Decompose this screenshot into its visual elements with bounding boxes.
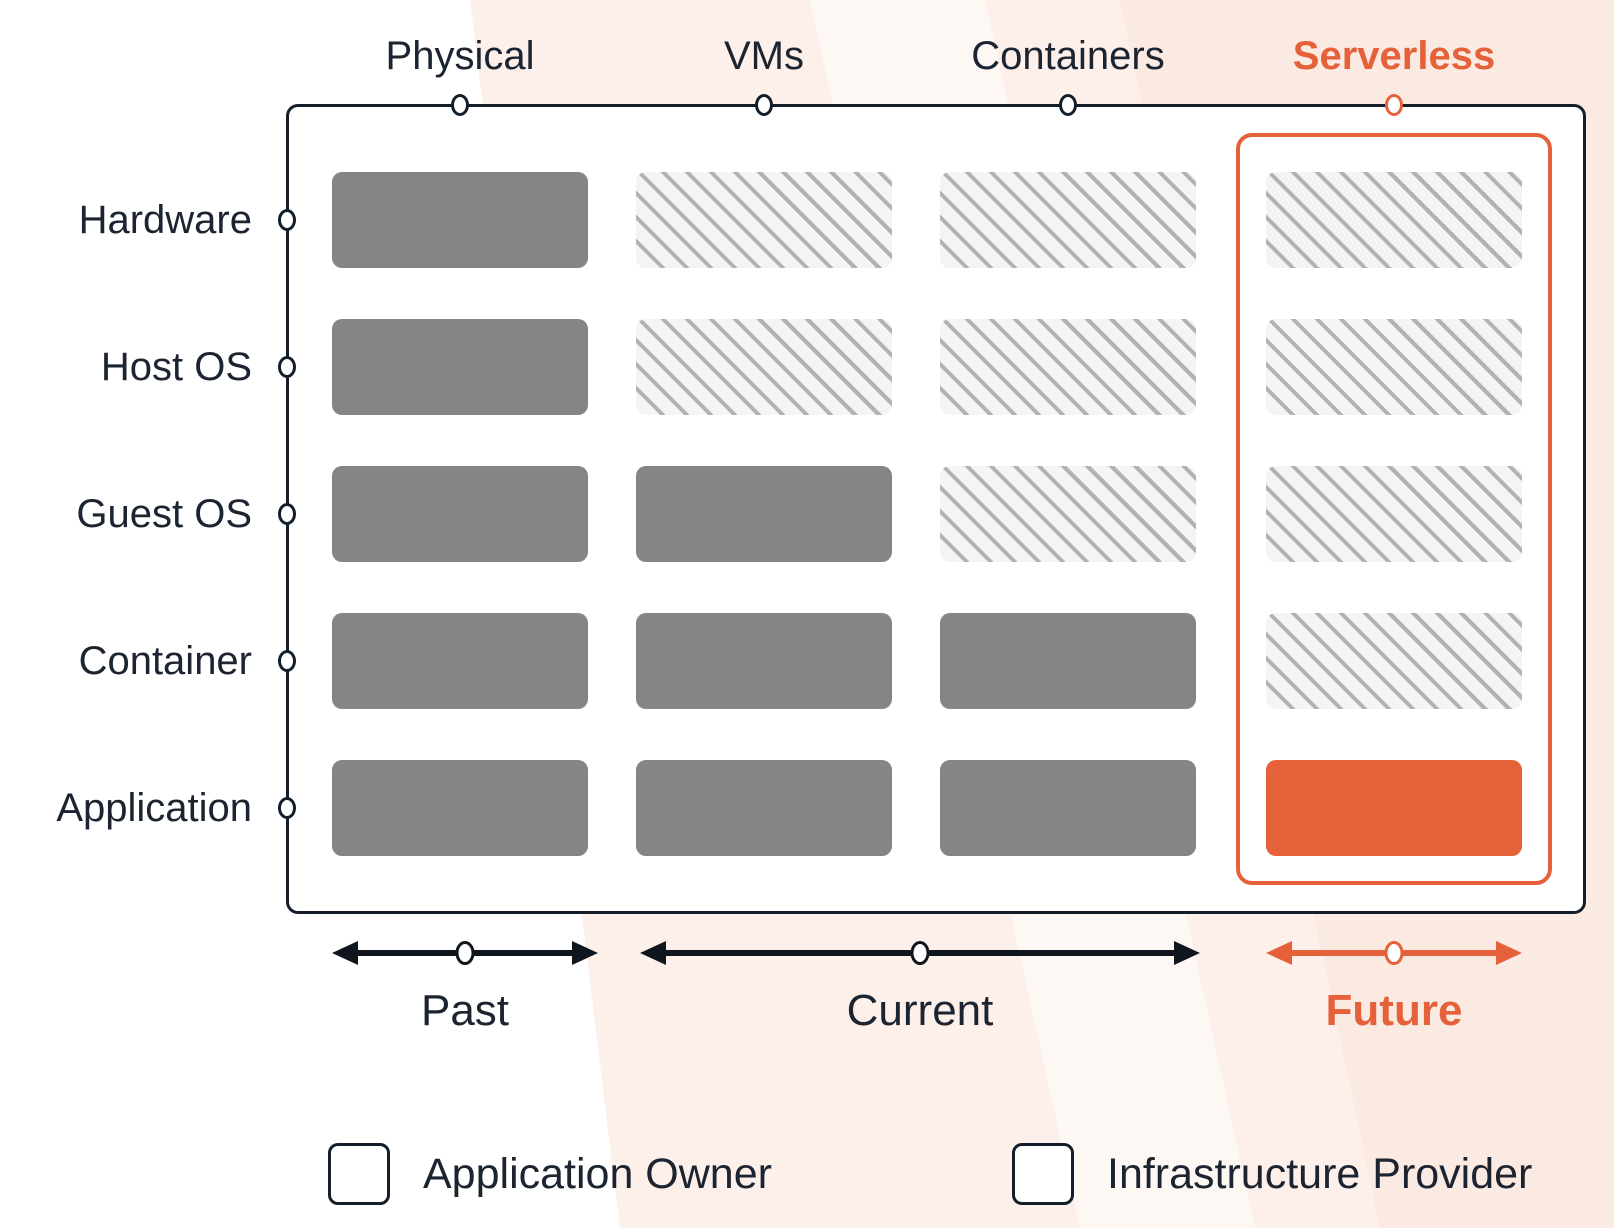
cell-hardware-serverless [1266, 172, 1522, 268]
cell-guest-os-containers [940, 466, 1196, 562]
past-arrow [332, 941, 598, 965]
cell-hardware-physical [332, 172, 588, 268]
row-node-application [278, 797, 296, 819]
timeline-label-future: Future [1325, 986, 1463, 1035]
column-node-serverless [1385, 94, 1403, 116]
column-node-vms [755, 94, 773, 116]
cell-application-vms [636, 760, 892, 856]
column-header-containers: Containers [971, 34, 1165, 78]
cell-container-serverless [1266, 613, 1522, 709]
cell-container-containers [940, 613, 1196, 709]
serverless-highlight-box [1236, 133, 1552, 885]
cell-guest-os-serverless [1266, 466, 1522, 562]
cell-application-serverless [1266, 760, 1522, 856]
cell-application-containers [940, 760, 1196, 856]
row-node-guest-os [278, 503, 296, 525]
current-arrow [640, 941, 1200, 965]
column-node-physical [451, 94, 469, 116]
column-header-vms: VMs [724, 34, 804, 78]
column-node-containers [1059, 94, 1077, 116]
cell-host-os-vms [636, 319, 892, 415]
legend-swatch-application-owner [328, 1143, 390, 1205]
cell-host-os-physical [332, 319, 588, 415]
cell-container-physical [332, 613, 588, 709]
timeline-label-past: Past [420, 986, 510, 1035]
legend-label-infrastructure-provider: Infrastructure Provider [1107, 1150, 1533, 1198]
row-label-container: Container [78, 639, 252, 683]
row-label-hardware: Hardware [78, 198, 252, 242]
column-header-physical: Physical [385, 34, 535, 78]
row-label-host-os: Host OS [100, 345, 252, 389]
row-node-host-os [278, 356, 296, 378]
row-label-guest-os: Guest OS [76, 492, 252, 536]
future-arrow [1266, 941, 1522, 965]
legend-item-infrastructure-provider: Infrastructure Provider [1012, 1143, 1532, 1205]
cell-application-physical [332, 760, 588, 856]
legend-swatch-infrastructure-provider [1012, 1143, 1074, 1205]
cell-guest-os-physical [332, 466, 588, 562]
cell-container-vms [636, 613, 892, 709]
cell-hardware-vms [636, 172, 892, 268]
cell-guest-os-vms [636, 466, 892, 562]
cell-host-os-serverless [1266, 319, 1522, 415]
column-header-serverless: Serverless [1292, 34, 1496, 78]
cell-hardware-containers [940, 172, 1196, 268]
row-node-container [278, 650, 296, 672]
row-label-application: Application [56, 786, 252, 830]
legend-item-application-owner: Application Owner [328, 1143, 772, 1205]
legend-label-application-owner: Application Owner [423, 1150, 772, 1198]
timeline-label-current: Current [846, 986, 994, 1035]
row-node-hardware [278, 209, 296, 231]
cell-host-os-containers [940, 319, 1196, 415]
